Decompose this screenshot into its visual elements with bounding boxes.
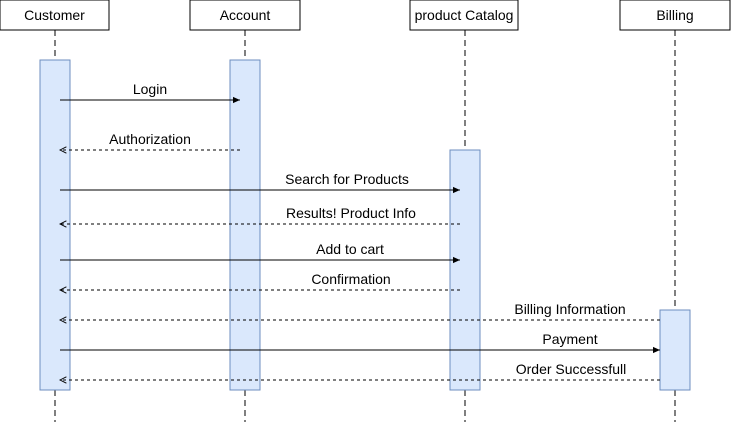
message-order-successful: Order Successfull	[60, 361, 660, 380]
participant-account: Account	[189, 0, 301, 31]
participant-customer: Customer	[0, 0, 110, 31]
message-search-products: Search for Products	[60, 171, 460, 194]
participant-billing: Billing	[619, 0, 731, 31]
message-payment-label: Payment	[542, 331, 597, 347]
message-add-to-cart-label: Add to cart	[316, 241, 384, 257]
activation-customer	[39, 59, 71, 391]
message-confirmation-label: Confirmation	[311, 271, 390, 287]
message-results-product-info: Results! Product Info	[60, 205, 460, 224]
message-payment: Payment	[60, 331, 660, 354]
participant-catalog: product Catalog	[409, 0, 519, 31]
activation-account	[229, 59, 261, 391]
message-login-label: Login	[133, 81, 167, 97]
message-search-products-label: Search for Products	[285, 171, 409, 187]
message-login: Login	[60, 81, 240, 104]
message-authorization: Authorization	[60, 131, 240, 150]
participant-catalog-label: product Catalog	[415, 7, 514, 23]
message-order-successful-label: Order Successfull	[516, 361, 626, 377]
message-authorization-label: Authorization	[109, 131, 191, 147]
activation-billing	[659, 309, 691, 391]
activation-catalog	[449, 149, 481, 391]
participant-customer-label: Customer	[24, 7, 85, 23]
messages: Login Authorization Search for Products …	[60, 81, 660, 380]
message-confirmation: Confirmation	[60, 271, 460, 290]
participant-account-label: Account	[220, 7, 271, 23]
participant-billing-label: Billing	[656, 7, 693, 23]
message-billing-information-label: Billing Information	[514, 301, 625, 317]
message-results-product-info-label: Results! Product Info	[286, 205, 416, 221]
message-add-to-cart: Add to cart	[60, 241, 460, 264]
message-billing-information: Billing Information	[60, 301, 660, 320]
